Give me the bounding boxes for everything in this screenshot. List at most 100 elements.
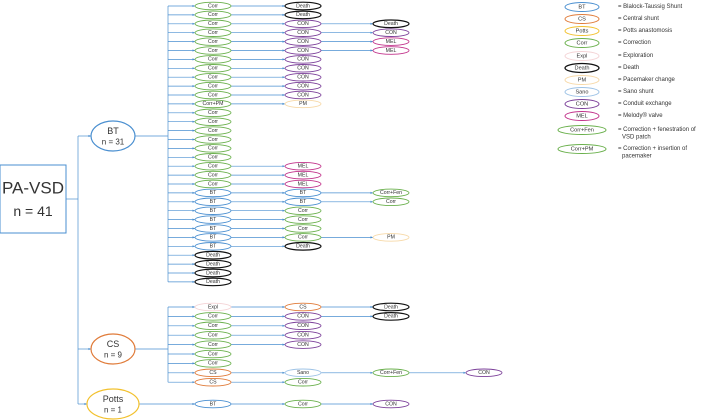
node-corr [194, 28, 232, 37]
node-label-con: CON [297, 83, 309, 89]
legend-abbr-bt: BT [578, 4, 586, 10]
node-corr [194, 126, 232, 135]
node-death [372, 302, 410, 312]
node-label-corr: Corr [298, 226, 308, 232]
node-corr [194, 108, 232, 118]
node-label-corr: Corr [298, 401, 308, 407]
node-label-con: CON [297, 323, 309, 329]
legend-description: = Central shunt [618, 16, 659, 22]
node-label-corr: Corr [208, 333, 218, 339]
node-corr [194, 64, 232, 73]
legend-description: = Pacemaker change [618, 77, 676, 83]
legend-abbr-death: Death [575, 65, 590, 71]
node-con [284, 46, 322, 55]
node-label-con: CON [297, 342, 309, 348]
node-label-con: CON [297, 75, 309, 81]
node-label-cs: CS [299, 304, 307, 310]
legend-key-corr-fen [557, 125, 607, 135]
group-bubble-bt [90, 120, 136, 152]
node-bt [194, 206, 232, 215]
node-expl [194, 302, 232, 312]
node-corr [194, 312, 232, 321]
node-con [284, 19, 322, 29]
node-bt [194, 188, 232, 198]
node-death [194, 268, 232, 278]
node-label-corr: Corr [298, 217, 308, 223]
node-label-corr: Corr [208, 110, 218, 116]
group-label-bt: BT [107, 126, 119, 136]
node-death [194, 259, 232, 269]
node-label-con: CON [297, 48, 309, 54]
node-label-corr: Corr [208, 39, 218, 45]
node-label-con: CON [297, 39, 309, 45]
node-label-corr-fen: Corr+Fen [380, 370, 402, 376]
node-label-bt: BT [210, 190, 217, 196]
node-label-corr: Corr [208, 314, 218, 320]
node-corr [194, 37, 232, 46]
node-corr [194, 359, 232, 368]
node-con [372, 399, 410, 409]
node-bt [284, 188, 322, 198]
node-con [372, 28, 410, 37]
node-label-sano: Sano [297, 370, 309, 376]
node-sano [284, 368, 322, 378]
node-pm [372, 233, 410, 242]
node-corr [194, 330, 232, 340]
node-death [372, 19, 410, 29]
node-corr [194, 153, 232, 162]
node-bt [194, 242, 232, 251]
node-label-corr: Corr [208, 361, 218, 367]
legend-description: = Melody® valve [618, 112, 663, 119]
node-bt [194, 197, 232, 207]
node-label-death: Death [206, 279, 220, 285]
node-bt [194, 224, 232, 233]
node-label-corr: Corr [208, 21, 218, 27]
node-corr-fen [372, 368, 410, 378]
legend-description: = Correction [618, 40, 651, 46]
node-con [465, 368, 503, 378]
root-count: n = 41 [13, 203, 53, 219]
legend-description: = Potts anastomosis [618, 28, 672, 34]
legend-description: pacemaker [622, 154, 652, 160]
node-label-death: Death [384, 314, 398, 320]
legend-description: = Exploration [618, 53, 653, 59]
node-label-corr: Corr [208, 57, 218, 63]
node-cs [194, 377, 232, 387]
node-label-corr: Corr [208, 146, 218, 152]
node-corr [194, 72, 232, 82]
legend-abbr-sano: Sano [575, 89, 588, 95]
node-label-death: Death [384, 21, 398, 27]
node-label-bt: BT [210, 235, 217, 241]
node-corr [194, 1, 232, 11]
node-death [194, 250, 232, 260]
node-label-corr: Corr [208, 128, 218, 134]
legend-key-corr-pm [557, 144, 607, 154]
node-corr [194, 55, 232, 64]
node-corr [194, 135, 232, 144]
legend-description: = Correction + insertion of [618, 146, 687, 152]
node-label-corr: Corr [298, 380, 308, 386]
node-mel [284, 161, 322, 171]
legend-description: = Correction + fenestration of [618, 127, 696, 133]
root-title: PA-VSD [2, 179, 64, 198]
legend-key-expl [564, 51, 600, 61]
legend-abbr-cs: CS [578, 16, 586, 22]
legend-abbr-expl: Expl [577, 53, 588, 59]
node-label-pm: PM [387, 235, 395, 241]
node-death [284, 1, 322, 11]
node-death [194, 277, 232, 287]
node-label-mel: MEL [386, 39, 397, 45]
group-label-cs: CS [107, 339, 120, 349]
node-con [284, 330, 322, 340]
node-label-corr: Corr [208, 3, 218, 9]
node-label-death: Death [206, 261, 220, 267]
node-label-corr: Corr [298, 208, 308, 214]
node-label-con: CON [297, 21, 309, 27]
node-con [284, 28, 322, 37]
legend-abbr-corr-fen: Corr+Fen [570, 127, 594, 133]
node-label-death: Death [384, 304, 398, 310]
legend-key-bt [564, 2, 600, 12]
node-con [284, 64, 322, 73]
node-mel [372, 46, 410, 55]
node-corr [194, 321, 232, 331]
